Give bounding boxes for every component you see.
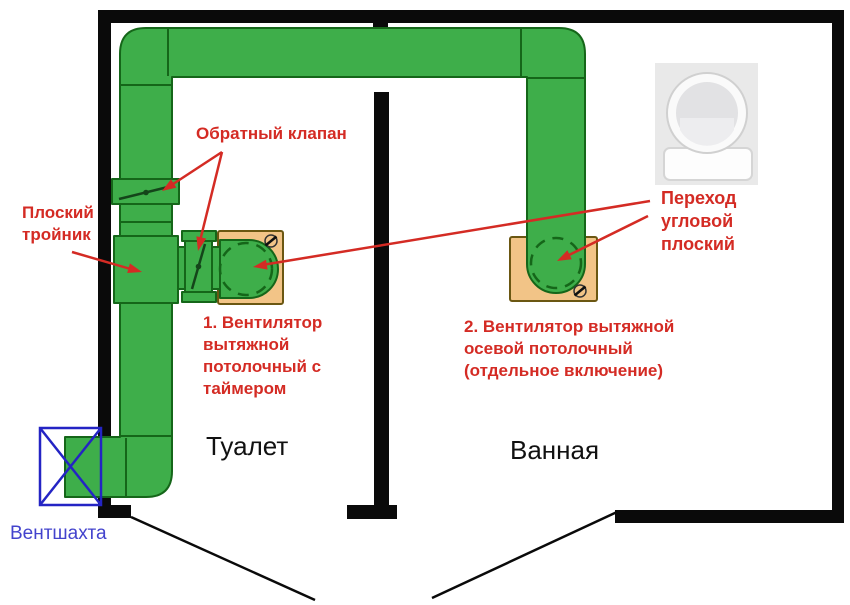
walls	[98, 10, 844, 523]
wall-top	[98, 10, 844, 23]
fan2-impeller-circle	[529, 236, 583, 290]
arrow-flat-tee	[71, 250, 135, 272]
wall-right	[832, 10, 844, 523]
room-label-bathroom: Ванная	[510, 435, 600, 465]
vent-shaft-label: Вентшахта	[10, 523, 107, 544]
corner-transition-photo	[655, 63, 758, 185]
fan1-impeller-circle	[218, 241, 274, 297]
fan2-screw-icon	[573, 284, 587, 298]
arrow-check-valve-2	[197, 151, 224, 246]
door-line-toilet	[130, 515, 316, 602]
check-valve-2	[177, 230, 222, 303]
door-openings	[130, 510, 618, 602]
check-valve-label: Обратный клапан	[196, 124, 347, 143]
arrow-transition-to-fan1	[261, 199, 651, 267]
arrow-transition-to-fan2	[564, 214, 649, 259]
wall-middle	[374, 92, 389, 505]
wall-left	[98, 10, 111, 507]
duct-network	[64, 27, 586, 498]
room-label-toilet: Туалет	[206, 431, 289, 461]
wall-bottom-right	[615, 510, 844, 523]
vent-shaft-box	[38, 426, 103, 507]
fan1-label: 1. Вентилятор вытяжной потолочный с тайм…	[203, 313, 323, 398]
corner-transition-label: Переход угловой плоский	[661, 188, 737, 254]
fan1-screw-icon	[264, 234, 278, 248]
fan1-duct-body	[219, 239, 279, 299]
annotation-arrows	[71, 150, 651, 273]
fan2-label: 2. Вентилятор вытяжной осевой потолочный…	[464, 317, 675, 380]
check-valve-1	[111, 178, 180, 205]
wall-middle-flange	[347, 505, 397, 519]
flat-tee	[113, 235, 179, 304]
wall-left-flange	[98, 505, 131, 518]
arrow-check-valve-1	[166, 150, 223, 190]
door-line-bathroom	[431, 510, 618, 600]
flat-tee-label: Плоский тройник	[22, 203, 94, 244]
